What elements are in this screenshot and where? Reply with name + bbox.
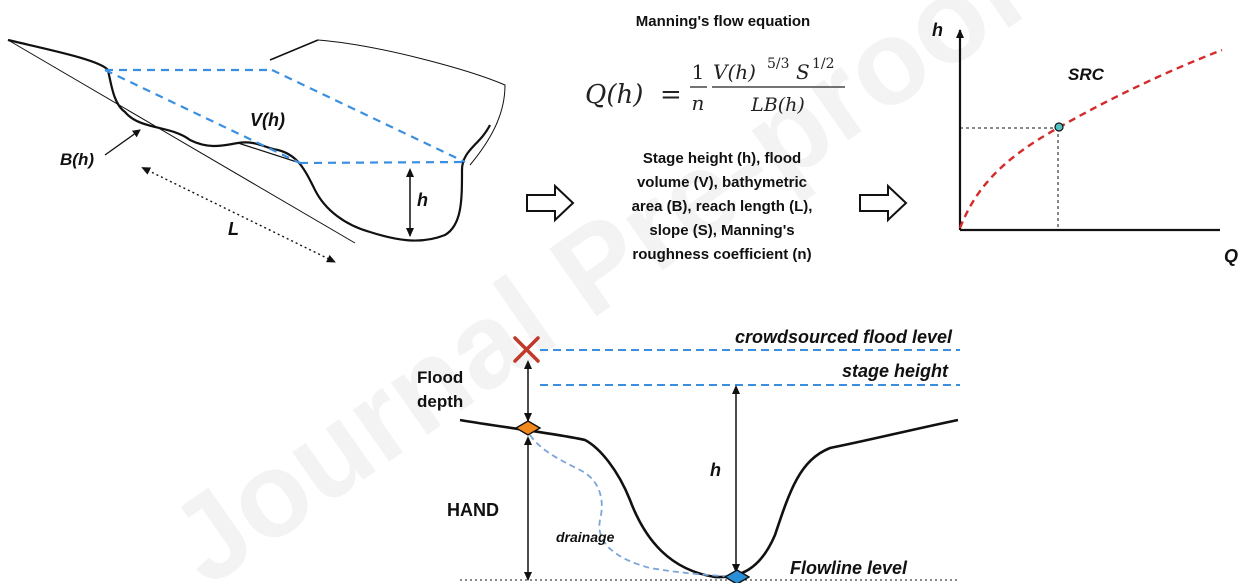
numerator-slope: S <box>796 60 810 84</box>
terrain-profile <box>459 418 959 579</box>
fraction-one-denominator: n <box>692 91 705 115</box>
flowline-point-marker <box>723 569 751 583</box>
fraction-one-numerator: 1 <box>692 60 705 84</box>
crowdsourced-cross-icon <box>513 336 540 363</box>
length-arrow <box>141 167 336 263</box>
hand-label: HAND <box>447 500 499 520</box>
src-plot: h Q SRC <box>932 20 1238 266</box>
process-arrow-1 <box>526 183 575 223</box>
equation-description: Stage height (h), flood volume (V), bath… <box>632 150 813 263</box>
height-label: h <box>417 190 428 210</box>
manning-equation-block: Manning's flow equation Q(h) = 1 n V(h) … <box>585 13 845 263</box>
flood-depth-label-line1: Flood <box>417 368 463 387</box>
drainage-label: drainage <box>556 529 615 545</box>
hand-point-marker <box>514 420 542 436</box>
numerator-volume: V(h) <box>713 60 756 84</box>
x-axis-label: Q <box>1224 246 1238 266</box>
cross-section-diagram: crowdsourced flood level stage height Fl… <box>417 327 960 583</box>
description-line: Stage height (h), flood <box>643 150 801 167</box>
channel-far-bank <box>317 39 506 166</box>
volume-dashed-outline <box>104 68 466 165</box>
h-label: h <box>710 460 721 480</box>
src-curve <box>958 48 1223 229</box>
bathymetric-label: B(h) <box>60 150 94 169</box>
equation-title: Manning's flow equation <box>636 13 810 30</box>
bathymetric-arrow <box>104 129 141 156</box>
src-point <box>1054 122 1064 132</box>
equation-lhs: Q(h) <box>585 80 643 110</box>
denominator: LB(h) <box>750 94 805 116</box>
stage-height-label: stage height <box>842 361 949 381</box>
numerator-slope-exponent: 1/2 <box>812 56 835 72</box>
curve-label: SRC <box>1068 65 1105 84</box>
length-label: L <box>228 219 239 239</box>
flowline-label: Flowline level <box>790 558 908 578</box>
volume-label: V(h) <box>250 110 285 130</box>
channel-inner-line <box>237 142 301 164</box>
description-line: area (B), reach length (L), <box>632 198 813 215</box>
channel-bank-line-far <box>269 39 319 61</box>
channel-3d-diagram: V(h) B(h) h L <box>7 38 506 263</box>
y-axis-label: h <box>932 20 943 40</box>
description-line: volume (V), bathymetric <box>637 174 807 191</box>
description-line: roughness coefficient (n) <box>632 246 811 263</box>
numerator-volume-exponent: 5/3 <box>767 56 790 72</box>
equation-equals: = <box>660 80 682 110</box>
crowdsourced-level-label: crowdsourced flood level <box>735 327 953 347</box>
description-line: slope (S), Manning's <box>649 222 794 239</box>
channel-outline <box>7 38 491 242</box>
flood-depth-label-line2: depth <box>417 392 463 411</box>
process-arrow-2 <box>859 183 908 223</box>
